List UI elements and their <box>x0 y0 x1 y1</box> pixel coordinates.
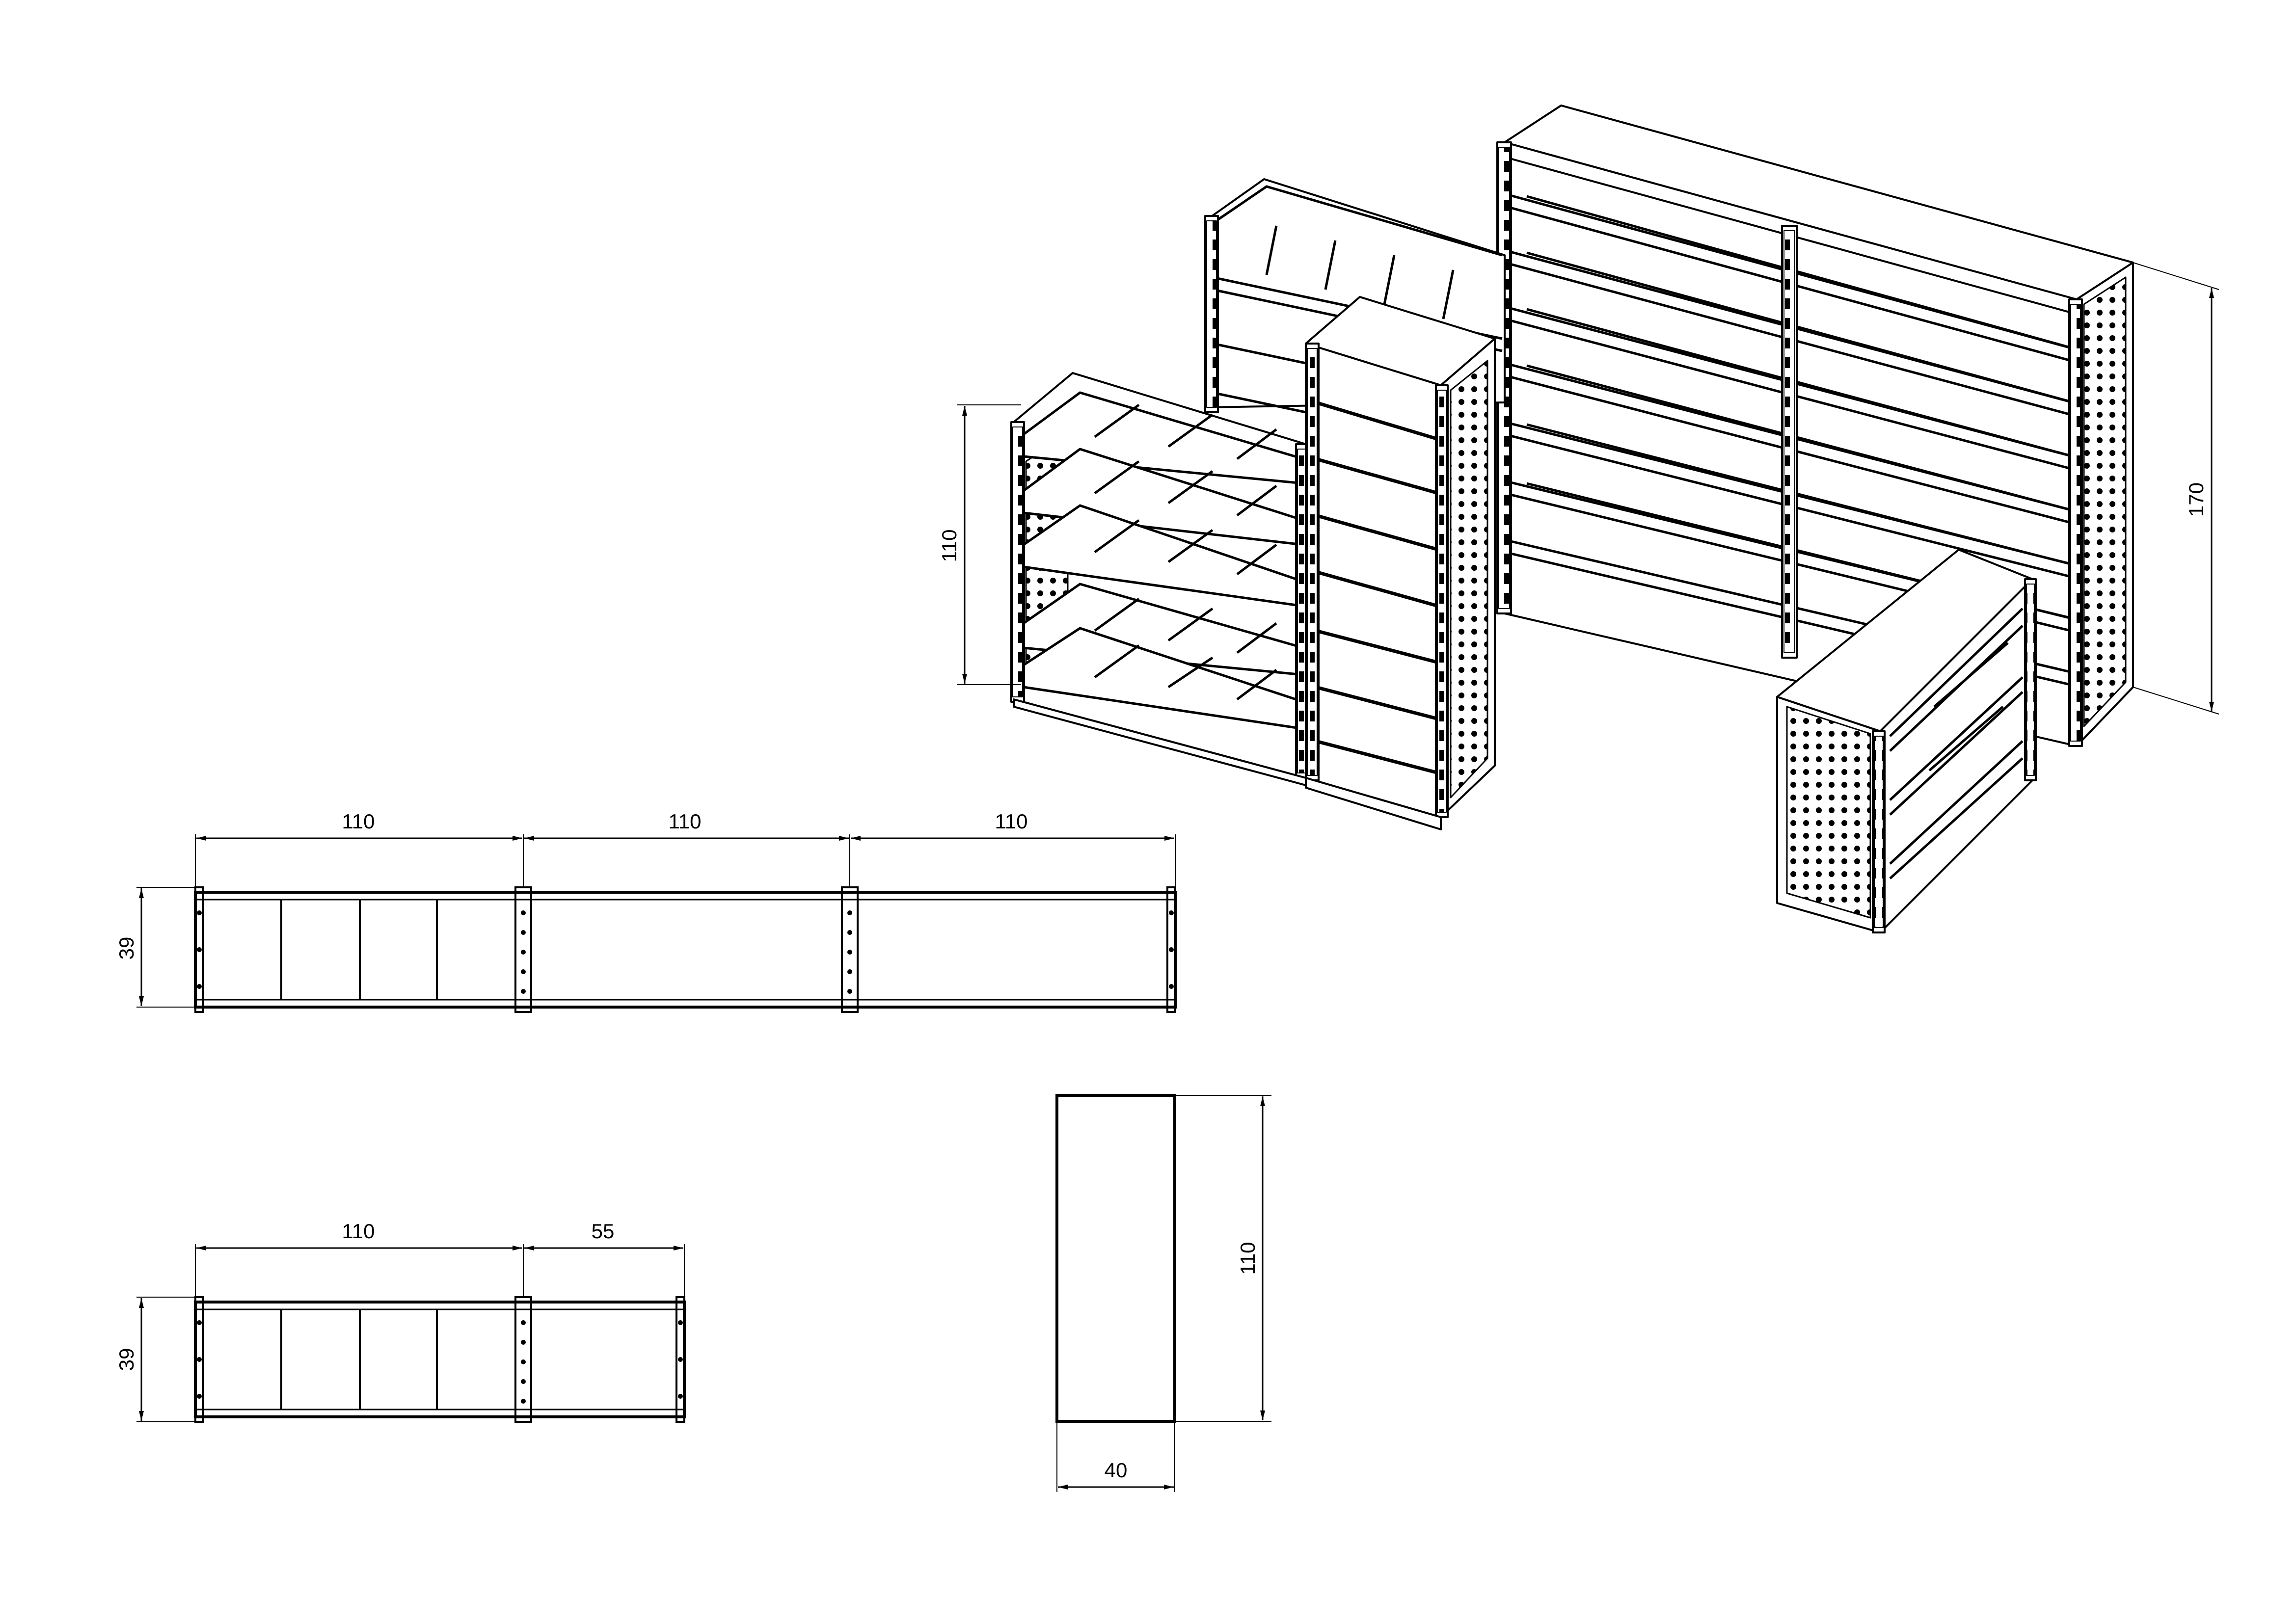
perforated-side-panel <box>2083 276 2127 727</box>
dimension-height-side: 110 <box>1175 1095 1271 1422</box>
upright-post <box>194 886 1176 1013</box>
shelf <box>1315 400 1439 775</box>
dimension-depth-1: 39 <box>115 887 195 1008</box>
shelf <box>1889 608 2024 879</box>
dim-label-depth-1: 39 <box>115 937 138 960</box>
side-view-outline <box>1055 1094 1176 1423</box>
upright-post <box>194 1296 685 1423</box>
front-left-shelving-unit <box>1010 372 1310 786</box>
dimension-iso-left-height: 110 <box>938 404 1021 685</box>
upright-post <box>1206 220 1217 408</box>
dim-label-iso-right: 170 <box>2185 482 2208 517</box>
dim-label-bay2: 110 <box>669 810 702 833</box>
side-view: 110 40 <box>1055 1094 1271 1492</box>
dimension-depth-2: 39 <box>115 1297 195 1422</box>
top-view-three-bays: 110 110 110 39 <box>115 810 1177 1013</box>
low-front-shelving-unit <box>1776 549 2037 933</box>
perforated-side-panel <box>1450 360 1488 798</box>
top-view-1-outline <box>194 891 1177 1009</box>
dim-label-iso-left: 110 <box>938 530 961 562</box>
perforated-side-panel <box>1786 706 1871 919</box>
dimension-depth-side: 40 <box>1056 1421 1175 1492</box>
dim-label-side-height: 110 <box>1236 1242 1259 1275</box>
dimension-iso-right-height: 170 <box>2133 262 2219 715</box>
top-view-two-bays: 110 55 39 <box>115 1220 686 1423</box>
dim-label-bay1: 110 <box>342 810 375 833</box>
upright-post <box>1012 426 1023 697</box>
narrow-cabinet <box>1305 296 1496 830</box>
tall-shelving-unit <box>1496 105 2134 747</box>
dim-label-bay3: 110 <box>995 810 1028 833</box>
dimension-width-2: 110 55 <box>195 1220 685 1297</box>
isometric-view: 110 170 <box>938 105 2219 933</box>
dim-label-bay1-b: 110 <box>342 1220 375 1243</box>
dim-label-side-depth: 40 <box>1105 1459 1128 1482</box>
dim-label-bay2-b: 55 <box>592 1220 615 1243</box>
upright-post <box>1307 348 1318 776</box>
dim-label-depth-2: 39 <box>115 1348 138 1371</box>
dimension-width-1: 110 110 110 <box>195 810 1176 887</box>
top-view-2-outline <box>194 1301 686 1418</box>
upright-post <box>1783 230 1795 653</box>
